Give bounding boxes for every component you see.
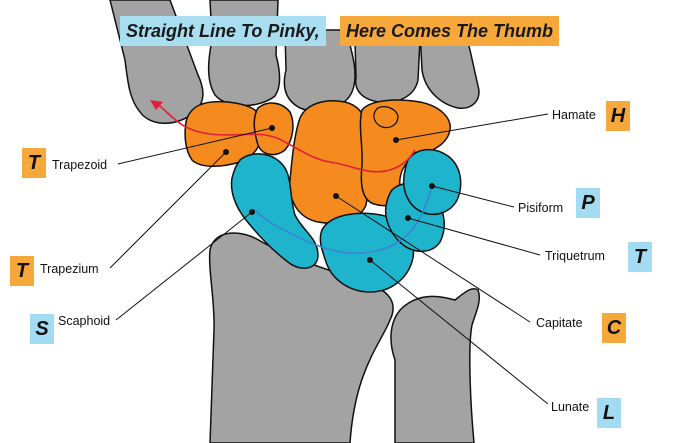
mnemonic-red-path xyxy=(154,101,416,173)
leader-hamate xyxy=(395,113,549,141)
leader-lunate xyxy=(369,259,549,405)
scaphoid-bone xyxy=(230,153,319,269)
label-trapezoid: Trapezoid xyxy=(52,158,108,172)
leader-capitate xyxy=(335,195,531,323)
badge-hamate: H xyxy=(606,101,630,131)
badge-scaphoid: S xyxy=(30,314,54,344)
leader-trapezoid xyxy=(117,127,273,165)
red-arrow-head xyxy=(150,100,163,110)
badge-triquetrum: T xyxy=(628,242,652,272)
title-part-1: Straight Line To Pinky, xyxy=(120,16,326,46)
badge-trapezoid: T xyxy=(22,148,46,178)
label-triquetrum: Triquetrum xyxy=(545,249,605,263)
hamate-hook xyxy=(373,106,399,129)
label-lunate: Lunate xyxy=(551,400,590,414)
label-pisiform: Pisiform xyxy=(518,201,564,215)
badge-capitate: C xyxy=(602,313,626,343)
leader-trapezium xyxy=(109,151,227,269)
leader-scaphoid xyxy=(115,211,253,321)
title-part-2: Here Comes The Thumb xyxy=(340,16,560,46)
pisiform-bone xyxy=(402,148,462,216)
label-scaphoid: Scaphoid xyxy=(58,314,111,328)
mnemonic-blue-path xyxy=(254,187,433,254)
label-capitate: Capitate xyxy=(536,316,583,330)
label-hamate: Hamate xyxy=(552,108,596,122)
leader-triquetrum xyxy=(407,217,541,256)
label-trapezium: Trapezium xyxy=(40,262,99,276)
badge-lunate: L xyxy=(597,398,621,428)
badge-trapezium: T xyxy=(10,256,34,286)
badge-pisiform: P xyxy=(576,188,600,218)
leader-pisiform xyxy=(431,185,515,208)
ulna-bone xyxy=(390,288,481,443)
metacarpal-4 xyxy=(354,39,421,103)
